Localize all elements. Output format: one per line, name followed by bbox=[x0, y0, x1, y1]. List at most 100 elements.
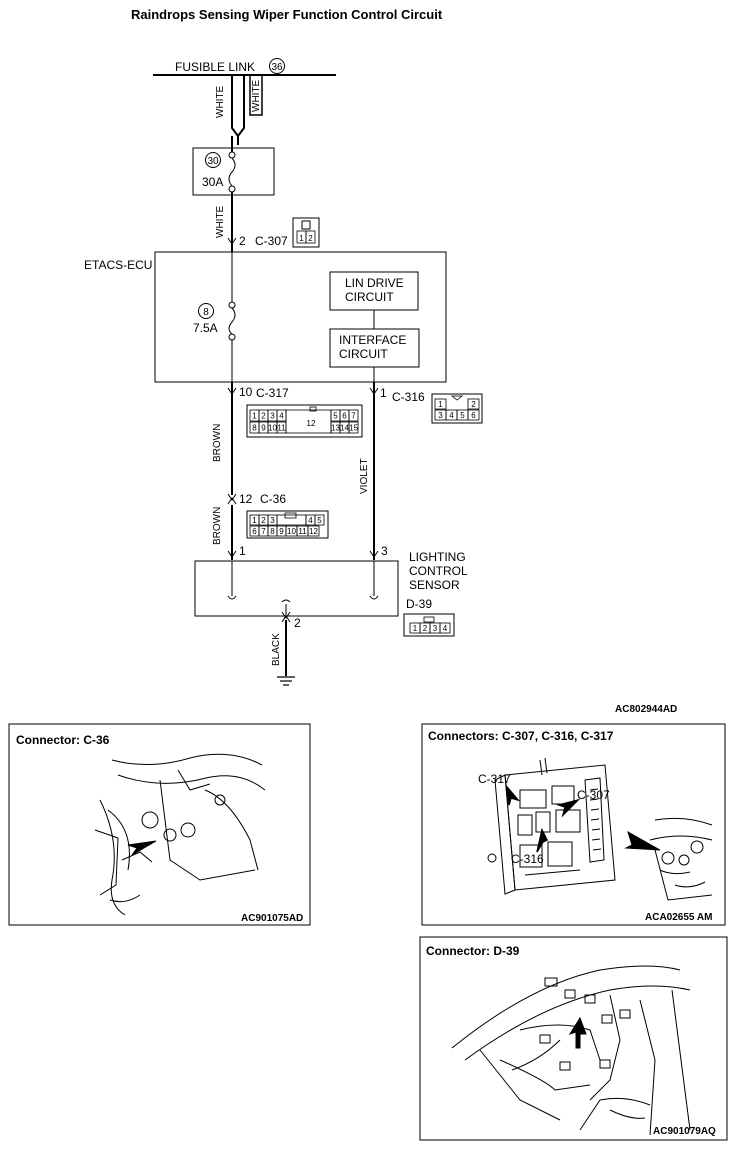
panel-ecu-code: ACA02655 AM bbox=[645, 912, 712, 923]
svg-text:6: 6 bbox=[471, 411, 476, 420]
d39-cell: 3 bbox=[429, 622, 441, 634]
diagram-title: Raindrops Sensing Wiper Function Control… bbox=[131, 7, 443, 22]
c316-arrow bbox=[369, 387, 379, 395]
wire-label-brown-1: BROWN bbox=[212, 424, 223, 462]
c307-name: C-307 bbox=[255, 234, 288, 248]
c317-cell: 7 bbox=[348, 409, 359, 422]
panel-ecu-title: Connectors: C-307, C-316, C-317 bbox=[428, 729, 614, 743]
panel-c36-title: Connector: C-36 bbox=[16, 733, 110, 747]
svg-text:1: 1 bbox=[413, 624, 418, 633]
sensor-label-1: LIGHTING bbox=[409, 550, 466, 564]
fuse8-number: 8 bbox=[203, 307, 209, 318]
c36-cell: 6 bbox=[249, 525, 260, 537]
c307-pin: 2 bbox=[239, 234, 246, 248]
svg-text:6: 6 bbox=[252, 527, 257, 536]
c316-cell: 4 bbox=[445, 409, 458, 421]
svg-text:6: 6 bbox=[342, 412, 347, 421]
c317-cell: 11 bbox=[276, 421, 287, 434]
c317-cell: 6 bbox=[339, 409, 350, 422]
sensor-internal-brown-end bbox=[227, 595, 237, 600]
fuse30-number: 30 bbox=[207, 156, 219, 167]
svg-text:5: 5 bbox=[317, 516, 322, 525]
svg-text:2: 2 bbox=[261, 516, 266, 525]
svg-text:8: 8 bbox=[252, 424, 257, 433]
c307-cell-label-2: 2 bbox=[308, 234, 313, 243]
c316-cell: 2 bbox=[467, 398, 480, 410]
svg-text:11: 11 bbox=[277, 424, 286, 433]
svg-text:13: 13 bbox=[331, 424, 340, 433]
sensor-pin3-arrow bbox=[369, 550, 379, 558]
d39-cell: 2 bbox=[419, 622, 431, 634]
svg-text:3: 3 bbox=[270, 412, 275, 421]
c317-arrow bbox=[227, 387, 237, 395]
sensor-pin1-arrow bbox=[227, 550, 237, 558]
c317-cell: 9 bbox=[258, 421, 269, 434]
d39-cell: 1 bbox=[409, 622, 421, 634]
svg-text:4: 4 bbox=[279, 412, 284, 421]
svg-text:7: 7 bbox=[351, 412, 356, 421]
svg-text:8: 8 bbox=[270, 527, 275, 536]
c307-cell-2 bbox=[305, 230, 316, 244]
panel-c36-arrow bbox=[127, 840, 157, 856]
fusible-link-label: FUSIBLE LINK bbox=[175, 60, 255, 74]
fuse30-element bbox=[228, 157, 236, 187]
diagram-code: AC802944AD bbox=[615, 704, 677, 715]
etacs-ecu-label: ETACS-ECU bbox=[84, 258, 152, 272]
d39-pin: 2 bbox=[294, 616, 301, 630]
svg-text:10: 10 bbox=[268, 424, 277, 433]
svg-text:3: 3 bbox=[433, 624, 438, 633]
interface-line-2: CIRCUIT bbox=[339, 347, 388, 361]
c316-cell: 6 bbox=[467, 409, 480, 421]
fuse8-number-circle bbox=[198, 303, 214, 319]
fusible-link-number: 36 bbox=[271, 62, 283, 73]
etacs-ecu-box bbox=[154, 251, 447, 383]
svg-text:1: 1 bbox=[252, 516, 257, 525]
wire-label-white-2: WHITE bbox=[251, 79, 262, 112]
white-wire-loop-left bbox=[231, 75, 245, 138]
panel-d39-title: Connector: D-39 bbox=[426, 944, 520, 958]
fuse8-element bbox=[228, 307, 236, 335]
callout-c317-arrow bbox=[505, 784, 521, 806]
svg-text:5: 5 bbox=[333, 412, 338, 421]
c307-connector bbox=[292, 217, 320, 248]
callout-c307: C-307 bbox=[577, 788, 610, 802]
lin-drive-line-1: LIN DRIVE bbox=[345, 276, 404, 290]
svg-text:2: 2 bbox=[471, 400, 476, 409]
svg-text:1: 1 bbox=[252, 412, 257, 421]
fuse8-terminal-bottom bbox=[228, 333, 236, 341]
c36-cell: 11 bbox=[296, 525, 309, 537]
fuse30-terminal-bottom bbox=[228, 185, 236, 193]
c36-arrow-bottom bbox=[227, 497, 237, 505]
c36-cell: 8 bbox=[267, 525, 278, 537]
panel-d39-arrow bbox=[568, 1016, 587, 1049]
c36-key-block bbox=[276, 514, 307, 526]
d39-arrow-lower bbox=[281, 615, 291, 623]
sensor-pin-brown: 1 bbox=[239, 544, 246, 558]
c316-cell: 3 bbox=[434, 409, 447, 421]
wire-label-white-3: WHITE bbox=[215, 205, 226, 238]
fusible-link-number-circle bbox=[269, 58, 285, 74]
svg-text:15: 15 bbox=[349, 424, 358, 433]
interface-line-1: INTERFACE bbox=[339, 333, 406, 347]
d39-cell: 4 bbox=[439, 622, 451, 634]
wire-label-white-1: WHITE bbox=[215, 85, 226, 118]
wire-label-brown-2: BROWN bbox=[212, 507, 223, 545]
c317-cell: 1 bbox=[249, 409, 260, 422]
svg-text:4: 4 bbox=[308, 516, 313, 525]
panel-ecu: Connectors: C-307, C-316, C-317 bbox=[421, 723, 726, 926]
fuse30-number-circle bbox=[205, 152, 221, 168]
svg-text:4: 4 bbox=[443, 624, 448, 633]
d39-name: D-39 bbox=[406, 597, 432, 611]
svg-text:11: 11 bbox=[298, 527, 307, 536]
panel-c36: Connector: C-36 AC901075AD bbox=[8, 723, 311, 926]
c36-cell: 5 bbox=[314, 514, 325, 526]
fuse-30-box bbox=[192, 147, 275, 196]
ground-internal-end bbox=[281, 599, 291, 603]
panel-d39: Connector: D-39 AC901079AQ bbox=[419, 936, 728, 1141]
c317-name: C-317 bbox=[256, 386, 289, 400]
callout-c307-arrow bbox=[556, 798, 581, 818]
svg-text:14: 14 bbox=[340, 424, 349, 433]
c317-pin: 10 bbox=[239, 385, 253, 399]
